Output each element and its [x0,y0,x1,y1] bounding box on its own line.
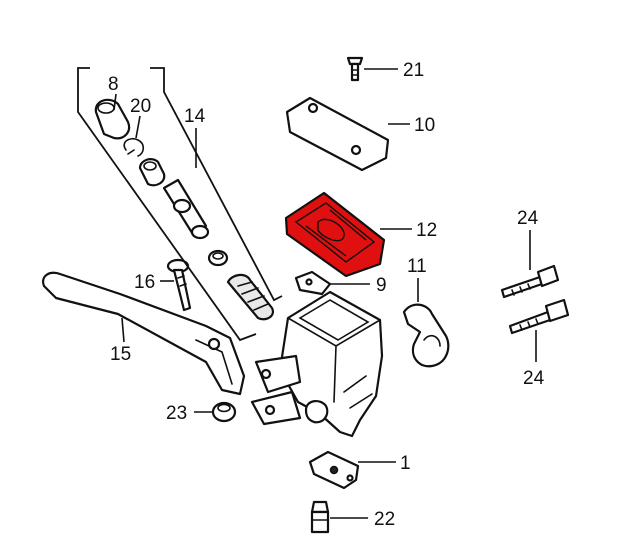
part-9-plate[interactable] [294,270,332,296]
piston [162,178,210,240]
label-14: 14 [184,106,206,127]
label-11: 11 [407,256,427,277]
part-10-reservoir-cap[interactable] [285,96,390,172]
master-cylinder-body[interactable] [250,290,384,438]
label-24-upper: 24 [517,208,539,229]
part-15-lever[interactable] [42,271,246,396]
part-20-circlip[interactable] [123,137,145,157]
part-24-bolt-upper[interactable] [500,264,560,299]
label-24-lower: 24 [523,368,545,389]
label-20: 20 [130,96,151,117]
label-21: 21 [403,60,424,81]
label-9: 9 [376,275,387,296]
leader-15 [121,317,125,343]
leader-20 [135,115,141,139]
label-15: 15 [110,344,131,365]
label-8: 8 [108,74,119,95]
label-12: 12 [416,220,437,241]
label-23: 23 [166,403,187,424]
part-21-screw[interactable] [346,56,364,82]
piston-cup [138,158,166,187]
label-16: 16 [134,272,155,293]
label-22: 22 [374,509,395,530]
label-1: 1 [400,453,411,474]
part-22-bolt[interactable] [310,500,330,534]
part-14-piston-kit-bracket[interactable] [77,67,283,342]
secondary-cup [207,249,229,267]
part-24-bolt-lower[interactable] [508,298,570,335]
label-10: 10 [414,115,435,136]
part-16-pivot-bolt[interactable] [166,258,192,312]
leader-8 [113,93,117,111]
part-1-bracket[interactable] [308,450,360,490]
part-23-cap[interactable] [211,401,237,423]
part-11-clamp[interactable] [402,303,450,368]
spring [226,273,274,321]
part-12-diaphragm[interactable] [284,191,386,278]
part-8-boot[interactable] [94,98,131,140]
